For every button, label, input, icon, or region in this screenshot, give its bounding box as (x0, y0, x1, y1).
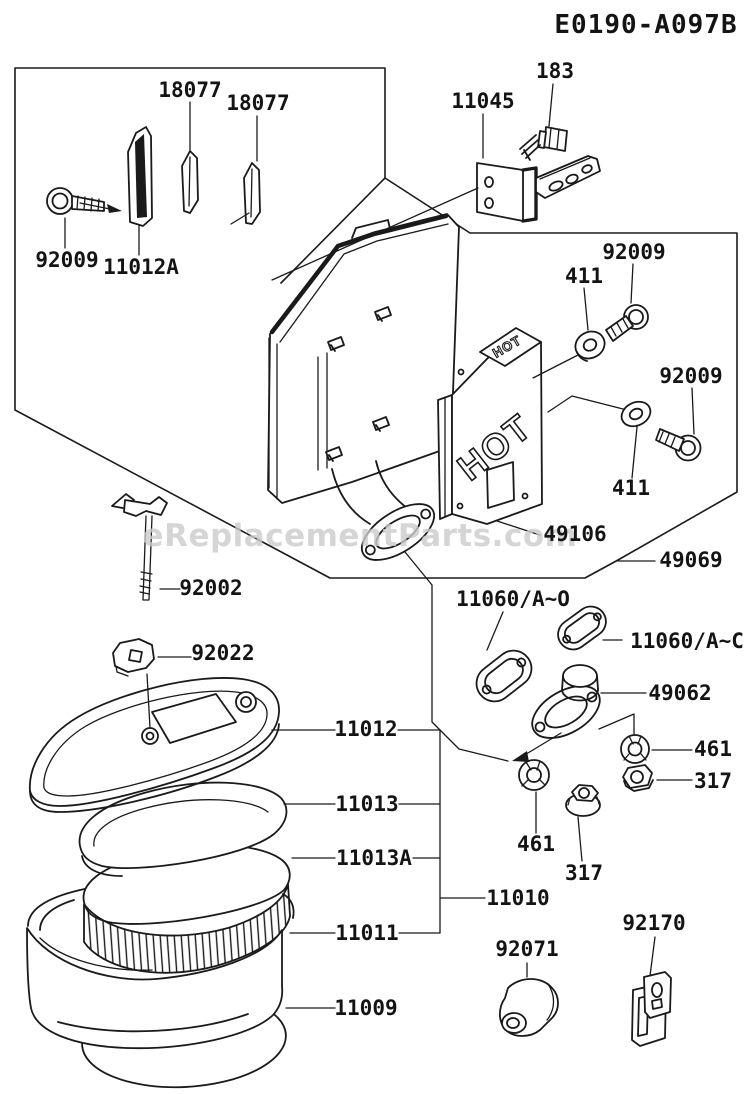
part-case-11011 (26, 927, 284, 1050)
part-label-92170: 92170 (622, 911, 685, 935)
part-label-317: 317 (694, 769, 732, 793)
part-label-317: 317 (565, 861, 603, 885)
part-element-11013 (78, 781, 288, 877)
part-label-92009: 92009 (35, 248, 98, 272)
part-label-11012: 11012 (334, 717, 397, 741)
part-label-461: 461 (694, 737, 732, 761)
duct-flange (331, 460, 435, 561)
part-nut-317-right (622, 764, 654, 792)
part-bolt-183 (519, 126, 568, 161)
part-rod-92002 (111, 493, 168, 601)
part-seal-11012a (127, 126, 153, 227)
part-label-411: 411 (612, 476, 650, 500)
part-label-461: 461 (517, 832, 555, 856)
part-sheet-18077-2 (243, 162, 261, 225)
part-label-11012A: 11012A (103, 255, 179, 279)
part-label-411: 411 (565, 264, 603, 288)
part-gasket-11060-ac (557, 605, 607, 651)
part-label-49062: 49062 (648, 681, 711, 705)
part-label-11013A: 11013A (336, 846, 412, 870)
part-screw-92009-top (605, 304, 649, 342)
part-screw-92009-left (46, 187, 105, 215)
part-screw-92009-right (655, 428, 702, 462)
part-label-18077: 18077 (158, 78, 221, 102)
part-grommet-92071 (498, 978, 559, 1037)
part-lockwasher-461-bottom (518, 759, 550, 791)
plate-clip (325, 306, 392, 462)
part-lockwasher-461-right (620, 734, 650, 764)
part-label-11045: 11045 (451, 89, 514, 113)
part-bracket-11045 (476, 155, 601, 223)
part-label-18077: 18077 (226, 91, 289, 115)
part-nut-317-bottom (565, 784, 601, 817)
assembly-frame (14, 67, 738, 579)
part-clamp-92170 (631, 971, 672, 1047)
part-label-92009: 92009 (659, 364, 722, 388)
part-label-49069: 49069 (659, 548, 722, 572)
part-breather-49062 (531, 664, 601, 739)
part-label-183: 183 (536, 59, 574, 83)
part-heat-shield-49106: HOT HOT (437, 327, 543, 525)
part-label-92071: 92071 (495, 937, 558, 961)
part-gasket-11060-ao (475, 649, 533, 703)
diagram-code: E0190-A097B (554, 10, 737, 40)
part-label-92009: 92009 (602, 240, 665, 264)
part-label-11010: 11010 (486, 886, 549, 910)
part-label-11060-A-O: 11060/A~O (456, 587, 570, 611)
watermark: eReplacementParts.com (143, 518, 578, 554)
part-air-cleaner-cover-11012 (29, 677, 280, 813)
part-washer-411-bottom (620, 400, 652, 428)
part-sheet-18077-1 (181, 150, 199, 214)
part-label-11013: 11013 (335, 792, 398, 816)
part-washer-92022 (112, 638, 155, 677)
part-label-11011: 11011 (335, 921, 398, 945)
part-label-92022: 92022 (191, 641, 254, 665)
leader-lines (64, 83, 695, 1009)
part-body-plate (267, 213, 460, 561)
part-collar-411-top (574, 330, 606, 362)
part-label-49106: 49106 (543, 522, 606, 546)
part-label-11009: 11009 (334, 996, 397, 1020)
part-label-11060-A-C: 11060/A~C (630, 629, 744, 653)
part-label-92002: 92002 (179, 576, 242, 600)
